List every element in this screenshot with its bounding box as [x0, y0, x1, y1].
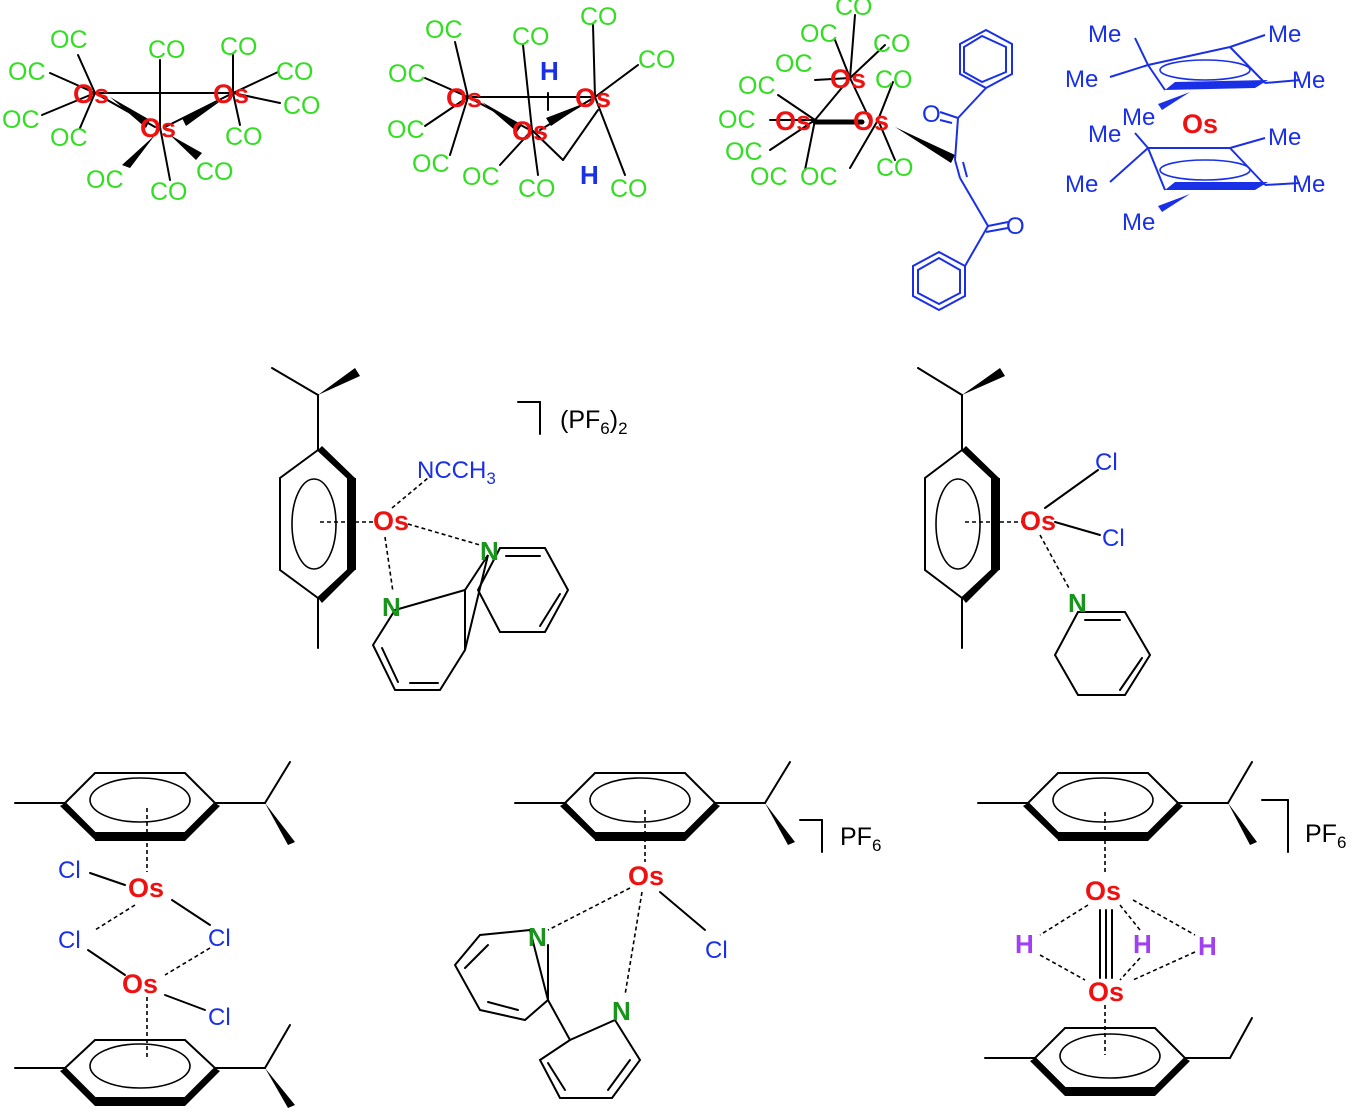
h2-os3-co10-structure: OC OC OC OC Os CO Os OC CO H H CO CO Os … — [387, 3, 676, 203]
os-atom: Os — [853, 106, 889, 136]
hydride-atom: H — [580, 160, 599, 190]
co-ligand: CO — [835, 0, 873, 21]
co-ligand: CO — [225, 123, 263, 151]
os-atom: Os — [628, 861, 664, 891]
oc-ligand: OC — [86, 166, 124, 194]
bridging-chloride: Cl — [58, 927, 81, 954]
os-atom: Os — [1020, 506, 1056, 536]
decamethylosmocene-structure: Me Me Me Me Me Os Me Me Me Me Me — [1065, 21, 1325, 236]
methyl-group: Me — [1268, 21, 1301, 48]
hydride-atom: H — [1015, 929, 1034, 959]
co-ligand: CO — [580, 3, 618, 31]
hydride-atom: H — [1198, 931, 1217, 961]
co-ligand: CO — [512, 23, 550, 51]
carbonyl-oxygen: O — [922, 101, 941, 128]
co-ligand: CO — [610, 175, 648, 203]
co-ligand: CO — [220, 33, 258, 61]
co-ligand: CO — [150, 178, 188, 206]
arene-os2-trihydride-structure: Os H H H Os PF6 — [977, 761, 1346, 1096]
oc-ligand: OC — [800, 20, 838, 48]
oc-ligand: OC — [750, 163, 788, 191]
carbonyl-oxygen: O — [1006, 213, 1025, 240]
os-atom: Os — [1182, 109, 1218, 139]
co-ligand: CO — [196, 158, 234, 186]
methyl-group: Me — [1088, 21, 1121, 48]
os-atom: Os — [128, 873, 164, 903]
cymene-os-bipyridine-chloride-structure: Os N N Cl PF6 — [453, 761, 881, 1099]
methyl-group: Me — [1122, 209, 1155, 236]
co-ligand: CO — [283, 92, 321, 120]
methyl-group: Me — [1292, 171, 1325, 198]
oc-ligand: OC — [738, 72, 776, 100]
os-atom: Os — [830, 64, 866, 94]
oc-ligand: OC — [462, 163, 500, 191]
methyl-group: Me — [1122, 104, 1155, 131]
methyl-group: Me — [1065, 171, 1098, 198]
os-atom: Os — [512, 116, 548, 146]
nitrogen-atom: N — [612, 996, 631, 1026]
oc-ligand: OC — [412, 150, 450, 178]
co-ligand: CO — [875, 66, 913, 94]
os-atom: Os — [575, 83, 611, 113]
co-ligand: CO — [518, 175, 556, 203]
oc-ligand: OC — [50, 124, 88, 152]
oc-ligand: OC — [775, 50, 813, 78]
os3-co11-dibenzoylethylene-structure: CO OC CO OC Os OC CO OC Os Os OC OC OC C… — [718, 0, 1025, 312]
methyl-group: Me — [1268, 124, 1301, 151]
oc-ligand: OC — [725, 138, 763, 166]
oc-ligand: OC — [800, 163, 838, 191]
counterion: PF6 — [840, 823, 881, 855]
oc-ligand: OC — [2, 106, 40, 134]
oc-ligand: OC — [425, 16, 463, 44]
os-atom: Os — [122, 969, 158, 999]
nitrogen-atom: N — [382, 592, 401, 622]
nitrogen-atom: N — [528, 922, 547, 952]
os3-co12-structure: OC OC OC OC Os CO Os OC CO CO CO Os CO C… — [2, 26, 321, 206]
os-atom: Os — [1088, 977, 1124, 1007]
os-atom: Os — [140, 113, 176, 143]
cymene-os-chloride-dimer-structure: Cl Os Cl Cl Os Cl — [14, 761, 295, 1108]
cymene-os-acetonitrile-bipyridine-structure: Os NCCH3 N N (PF6)2 — [271, 367, 628, 691]
co-ligand: CO — [873, 30, 911, 58]
methyl-group: Me — [1088, 121, 1121, 148]
oc-ligand: OC — [388, 60, 426, 88]
chloride-ligand: Cl — [58, 857, 81, 884]
os-atom: Os — [73, 79, 109, 109]
os-atom: Os — [373, 506, 409, 536]
hydride-atom: H — [540, 56, 559, 86]
counterion: (PF6)2 — [560, 406, 628, 438]
hydride-atom: H — [1133, 929, 1152, 959]
nitrogen-atom: N — [1068, 588, 1087, 618]
co-ligand: CO — [276, 58, 314, 86]
co-ligand: CO — [876, 154, 914, 182]
oc-ligand: OC — [718, 106, 756, 134]
oc-ligand: OC — [387, 116, 425, 144]
os-atom: Os — [1085, 876, 1121, 906]
bridging-chloride: Cl — [208, 925, 231, 952]
chloride-ligand: Cl — [208, 1004, 231, 1031]
chloride-ligand: Cl — [1095, 449, 1118, 476]
acetonitrile-ligand: NCCH3 — [417, 457, 496, 488]
os-atom: Os — [775, 106, 811, 136]
chloride-ligand: Cl — [705, 937, 728, 964]
oc-ligand: OC — [50, 26, 88, 54]
methyl-group: Me — [1065, 66, 1098, 93]
cymene-os-dichloro-pyridine-structure: Os Cl Cl N — [917, 367, 1152, 696]
oc-ligand: OC — [8, 58, 46, 86]
co-ligand: CO — [638, 46, 676, 74]
os-atom: Os — [213, 79, 249, 109]
chloride-ligand: Cl — [1102, 525, 1125, 552]
nitrogen-atom: N — [480, 536, 499, 566]
co-ligand: CO — [148, 36, 186, 64]
os-atom: Os — [446, 83, 482, 113]
counterion: PF6 — [1305, 820, 1346, 852]
methyl-group: Me — [1292, 67, 1325, 94]
